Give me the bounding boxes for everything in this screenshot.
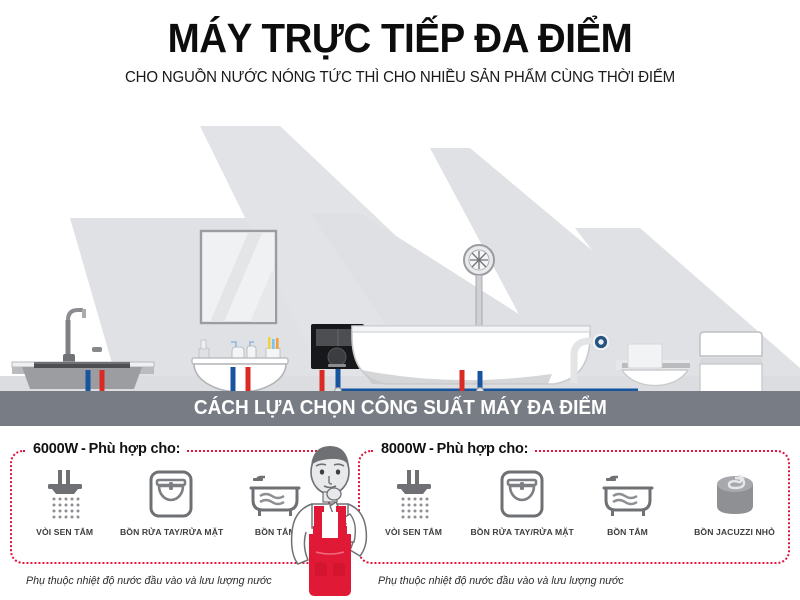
appliance-label: BỒN JACUZZI NHỎ xyxy=(694,527,775,537)
note-6000w: Phụ thuộc nhiệt độ nước đầu vào và lưu l… xyxy=(26,575,272,587)
dash-separator: - xyxy=(80,441,86,457)
bathtub-icon xyxy=(578,464,678,522)
appliance-label: VÒI SEN TẮM xyxy=(36,527,94,537)
wash-basin xyxy=(191,337,289,391)
power-selection-groups: 6000W-Phù hợp cho: xyxy=(0,432,800,600)
header: MÁY TRỰC TIẾP ĐA ĐIỂM CHO NGUỒN NƯỚC NÓN… xyxy=(0,0,800,105)
appliance-item: BỒN RỬA TAY/RỬA MẶT xyxy=(470,464,574,537)
dash-separator: - xyxy=(428,441,434,457)
page-subtitle: CHO NGUỒN NƯỚC NÓNG TỨC THÌ CHO NHIỀU SẢ… xyxy=(124,69,676,86)
note-8000w: Phụ thuộc nhiệt độ nước đầu vào và lưu l… xyxy=(378,575,624,587)
icons-row-6000w: VÒI SEN TẮM BỒN RỬA TAY/RỬA MẶT xyxy=(12,464,328,574)
pipe-network xyxy=(85,367,638,391)
page-title: MÁY TRỰC TIẾP ĐA ĐIỂM xyxy=(167,15,633,61)
toilet xyxy=(616,331,763,391)
appliance-label: BỒN RỬA TAY/RỬA MẶT xyxy=(119,527,224,537)
power-label-8000w: 8000W xyxy=(381,441,426,457)
appliance-item: BỒN RỬA TAY/RỬA MẶT xyxy=(119,464,224,537)
appliance-label: BỒN RỬA TAY/RỬA MẶT xyxy=(470,527,574,537)
jacuzzi-icon xyxy=(685,464,785,522)
wash-basin-icon xyxy=(120,464,220,522)
shower-head-icon xyxy=(15,464,115,522)
suitable-label-8000w: Phù hợp cho: xyxy=(436,441,529,457)
water-heater-unit xyxy=(311,324,364,369)
section-banner-text: CÁCH LỰA CHỌN CÔNG SUẤT MÁY ĐA ĐIỂM xyxy=(193,397,607,419)
power-group-8000w-title: 8000W-Phù hợp cho: xyxy=(374,441,536,457)
power-label-6000w: 6000W xyxy=(33,441,78,457)
appliance-label: VÒI SEN TẮM xyxy=(385,527,442,537)
appliance-label: BỒN TẮM xyxy=(607,527,648,537)
appliance-item: VÒI SEN TẮM xyxy=(364,464,464,537)
bathtub xyxy=(351,325,591,385)
appliance-item: BỒN TẮM xyxy=(225,464,325,537)
power-group-6000w-title: 6000W-Phù hợp cho: xyxy=(26,441,188,457)
bathtub-icon xyxy=(225,464,325,522)
technician-illustration xyxy=(282,438,378,600)
kitchen-sink xyxy=(11,308,155,389)
icons-row-8000w: VÒI SEN TẮM BỒN RỬA TAY/RỬA MẶT xyxy=(360,464,788,574)
toilet-paper-holder xyxy=(570,332,611,383)
bathroom-scene xyxy=(0,108,800,391)
suitable-label-6000w: Phù hợp cho: xyxy=(88,441,181,457)
appliance-item: BỒN TẮM xyxy=(578,464,678,537)
appliance-item: VÒI SEN TẮM xyxy=(15,464,115,537)
appliance-label: BỒN TẮM xyxy=(254,527,296,537)
section-banner: CÁCH LỰA CHỌN CÔNG SUẤT MÁY ĐA ĐIỂM xyxy=(0,391,800,426)
wash-basin-icon xyxy=(471,464,571,522)
shower-head-icon xyxy=(364,464,464,522)
wall-mirror xyxy=(199,229,278,325)
power-group-8000w: 8000W-Phù hợp cho: xyxy=(358,441,790,564)
pipe-joint xyxy=(334,387,484,391)
appliance-item: BỒN JACUZZI NHỎ xyxy=(685,464,785,537)
